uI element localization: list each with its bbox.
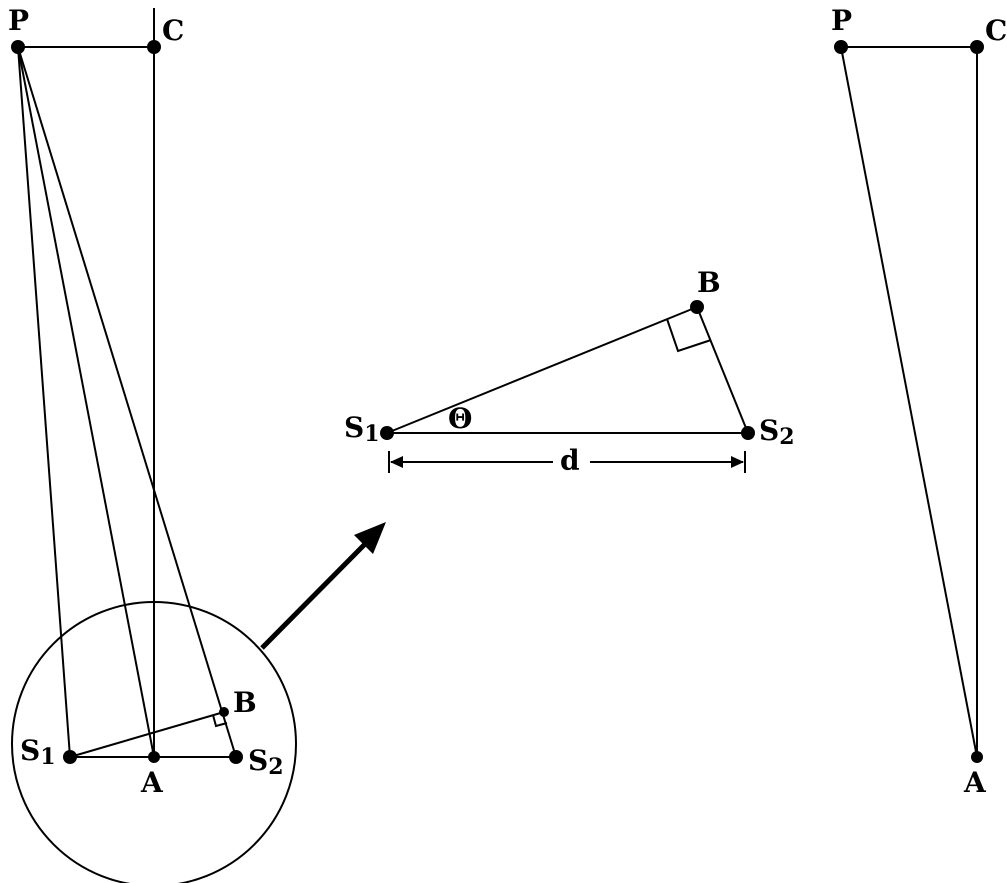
label-s2: S2 [248,744,284,780]
label-p: P [8,4,29,37]
point-b [219,707,229,717]
line-p-a [17,46,155,758]
zoomed-figure: B Θ d S1 S2 [344,266,795,477]
right-angle-marker [666,318,712,353]
zoom-point-s1 [380,426,394,440]
point-p [11,40,25,54]
label-a: A [140,766,164,799]
label-s1: S1 [20,734,56,770]
zoom-line-b-s2 [696,306,749,434]
right-angle-marker-small [212,714,228,728]
right-point-c [970,40,984,54]
zoom-line-s1-b [386,306,698,434]
zoom-point-b [690,300,704,314]
label-b: B [233,686,257,719]
zoom-label-b: B [697,266,721,299]
right-point-p [834,40,848,54]
zoom-label-d: d [560,444,580,477]
right-label-a: A [963,766,987,799]
magnify-arrow [260,522,386,650]
point-s1 [63,750,77,764]
right-point-a [971,751,983,763]
line-p-s2 [17,46,237,758]
point-c [147,40,161,54]
zoom-label-s2: S2 [759,414,795,450]
right-line-p-a [840,46,978,758]
right-label-c: C [985,14,1007,47]
zoom-label-s1: S1 [344,411,380,447]
line-s1-b [69,711,225,758]
dimension-arrow-right [731,456,744,468]
right-label-p: P [831,4,852,37]
point-s2 [229,750,243,764]
zoom-label-theta: Θ [448,402,472,435]
magnify-arrow-head [354,522,386,554]
point-a [148,751,160,763]
line-p-s1 [17,46,71,758]
dimension-arrow-left [390,456,403,468]
zoom-point-s2 [741,426,755,440]
magnify-arrow-shaft [260,539,370,650]
right-figure: P C A [831,4,1007,799]
left-figure: P C B A S1 S2 [8,4,297,883]
label-c: C [162,14,184,47]
